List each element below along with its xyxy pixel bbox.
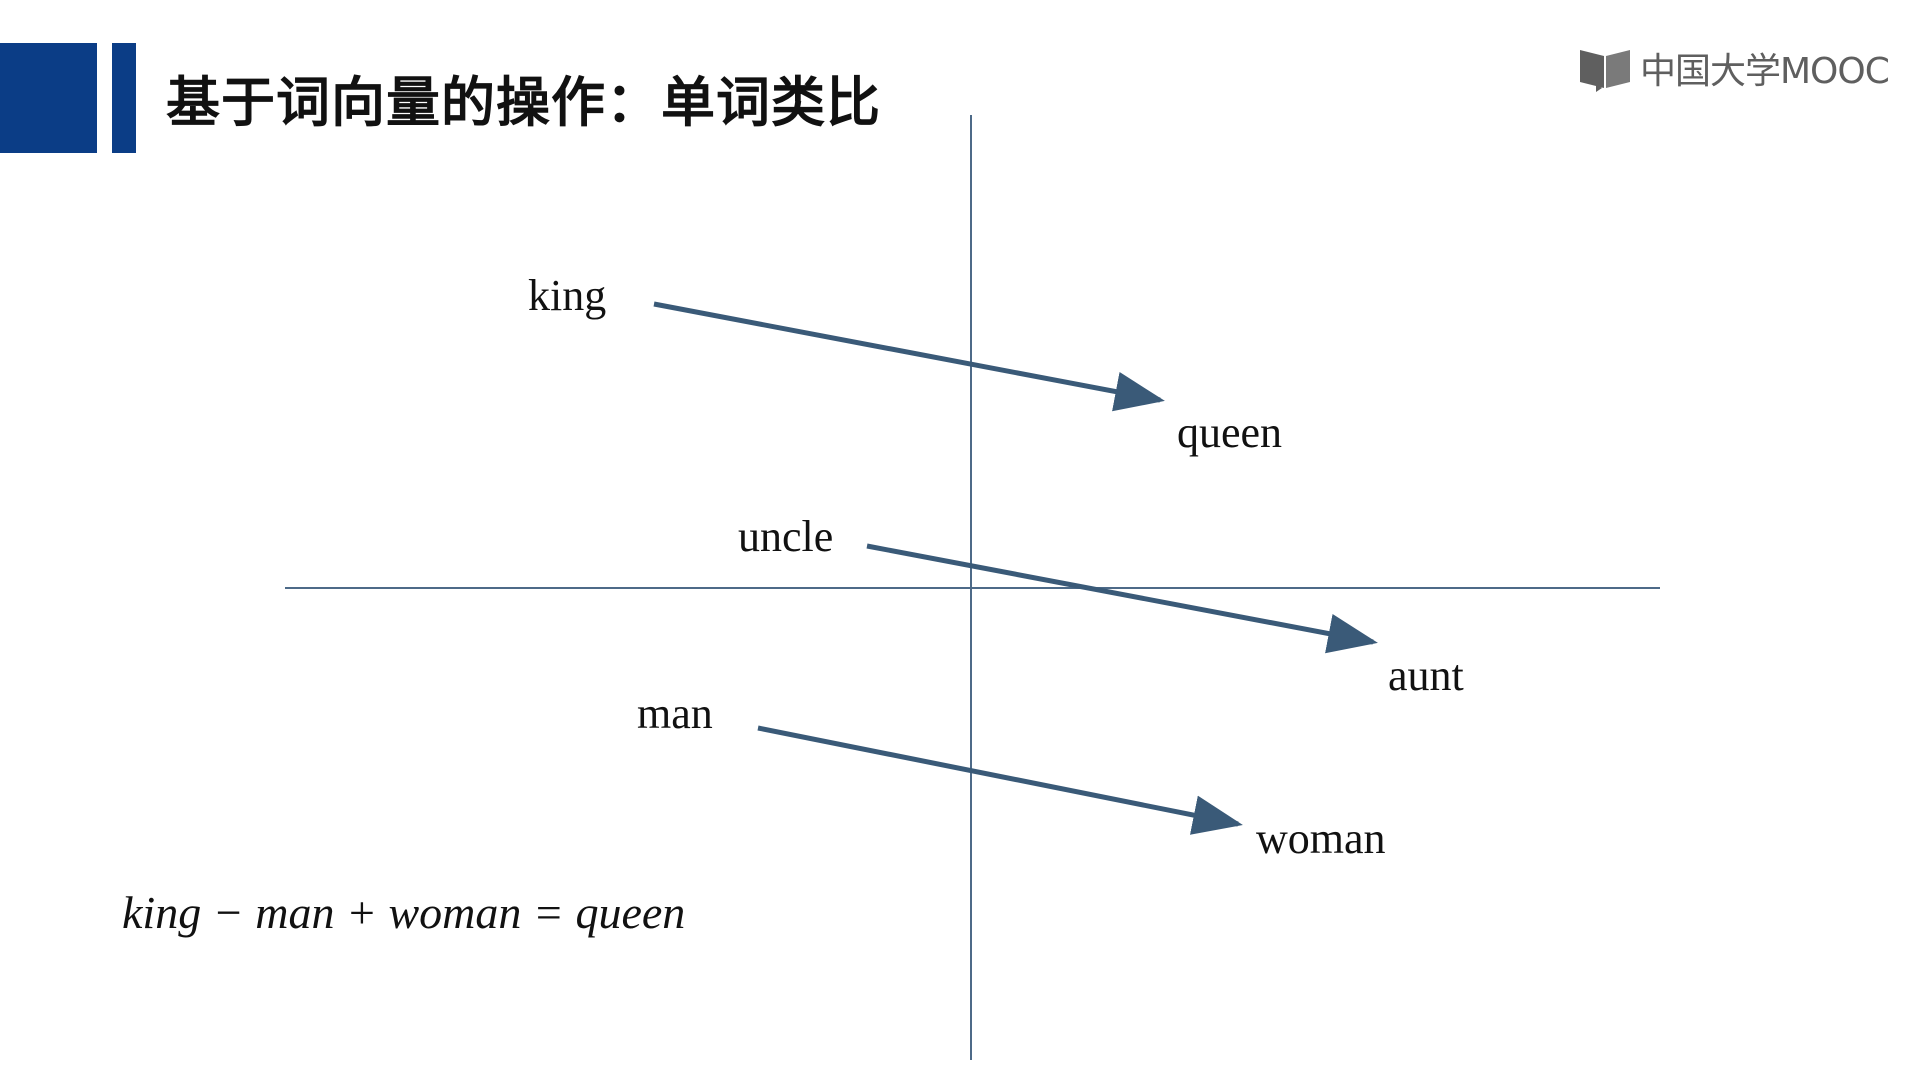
word-label: queen bbox=[1177, 408, 1282, 457]
word-label: woman bbox=[1256, 814, 1386, 863]
word-label: man bbox=[637, 689, 713, 738]
title-accent-bar bbox=[112, 43, 136, 153]
word-label: king bbox=[528, 271, 606, 320]
logo-text: 中国大学MOOC bbox=[1640, 51, 1890, 92]
arrow-man-woman bbox=[757, 725, 1243, 835]
word-label: uncle bbox=[738, 512, 833, 561]
analogy-formula: king − man + woman = queen bbox=[122, 887, 686, 938]
slide-title: 基于词向量的操作：单词类比 bbox=[166, 71, 881, 134]
word-label: aunt bbox=[1388, 651, 1464, 700]
title-accent-block bbox=[0, 43, 97, 153]
arrow-king-queen bbox=[653, 301, 1165, 412]
arrow-uncle-aunt bbox=[866, 543, 1378, 654]
mooc-logo: 中国大学MOOC bbox=[1576, 44, 1890, 92]
open-book-icon bbox=[1580, 50, 1630, 92]
